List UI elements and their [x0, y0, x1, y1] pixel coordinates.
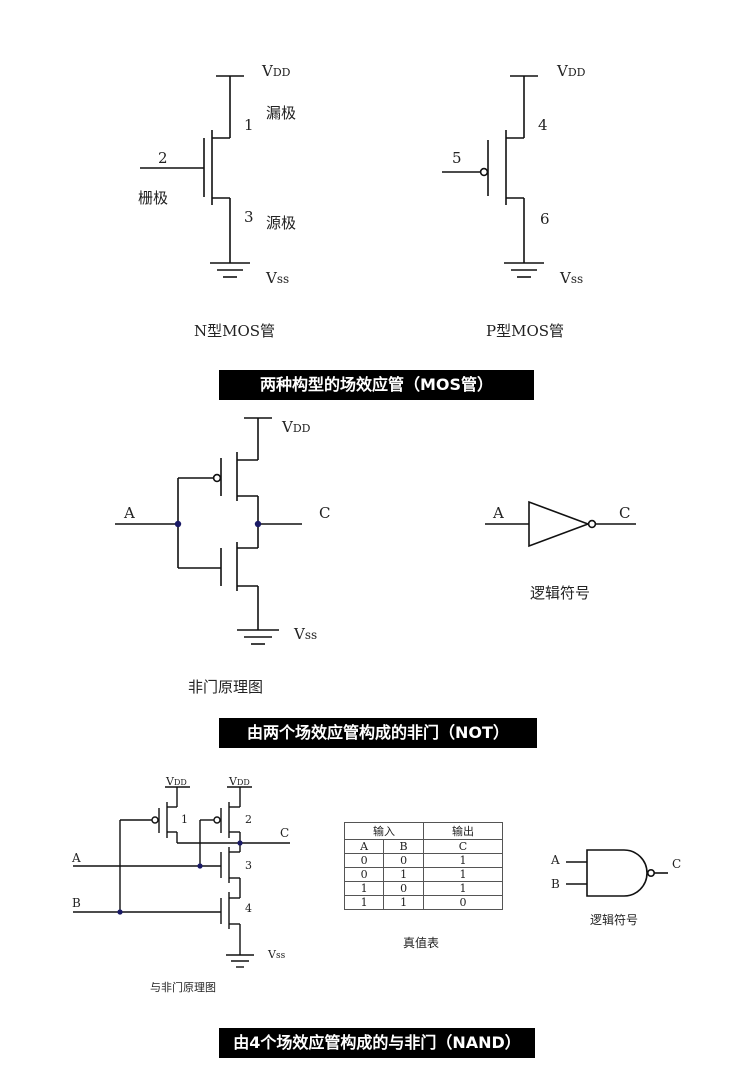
caption-not-gate: 由两个场效应管构成的非门（NOT）: [219, 718, 537, 748]
nand-input-a: A: [71, 851, 81, 865]
table-cell: 1: [343, 881, 385, 896]
truth-table-group-header: 输入 输出: [344, 822, 504, 840]
pmos-transistor: [442, 75, 544, 278]
nand-t2-label: 2: [245, 813, 252, 826]
truth-table-header-row: A B C: [343, 839, 504, 854]
nand-symbol-output-c: C: [672, 857, 681, 871]
not-gate-circuit: [115, 417, 302, 645]
table-cell: 1: [422, 853, 504, 868]
not-symbol-output-c: C: [619, 504, 630, 522]
nand-vdd2-label: VDD: [228, 775, 250, 788]
nand-gate-symbol: [566, 849, 668, 897]
table-cell: 0: [343, 853, 385, 868]
caption-nand-gate: 由4个场效应管构成的与非门（NAND）: [219, 1028, 535, 1058]
nand-input-b: B: [72, 896, 81, 910]
truth-table-input-group: 输入: [344, 822, 424, 840]
nand-circuit-title: 与非门原理图: [150, 980, 216, 994]
table-cell: 1: [422, 881, 504, 896]
nand-t1-label: 1: [181, 813, 188, 826]
nmos-vss-label: Vss: [265, 269, 289, 287]
table-cell: 1: [383, 867, 424, 882]
not-symbol-title: 逻辑符号: [530, 584, 590, 602]
table-cell: 0: [383, 881, 424, 896]
truth-table: 输入 输出 A B C 0 0 1 0 1 1 1 0 1 1 1 0: [343, 822, 504, 910]
table-cell: 1: [343, 895, 385, 910]
truth-table-header-b: B: [383, 839, 424, 854]
nmos-pin-3: 3: [244, 208, 254, 226]
table-row: 1 1 0: [343, 895, 504, 910]
table-cell: 0: [383, 853, 424, 868]
not-circuit-title: 非门原理图: [188, 678, 263, 696]
truth-table-output-group: 输出: [422, 822, 504, 840]
not-symbol-input-a: A: [492, 504, 504, 522]
table-cell: 0: [422, 895, 504, 910]
nand-vdd1-label: VDD: [165, 775, 187, 788]
nand-t4-label: 4: [245, 902, 252, 915]
not-output-c: C: [319, 504, 330, 522]
pmos-title: P型MOS管: [486, 322, 564, 340]
truth-table-header-c: C: [422, 839, 504, 854]
table-cell: 1: [422, 867, 504, 882]
nand-vss-label: Vss: [267, 948, 286, 961]
nmos-transistor: [140, 75, 250, 278]
nmos-drain-label: 漏极: [266, 104, 296, 122]
truth-table-title: 真值表: [403, 935, 439, 950]
nmos-title: N型MOS管: [194, 322, 275, 340]
not-input-a: A: [123, 504, 135, 522]
pmos-vdd-label: VDD: [556, 62, 586, 80]
nand-symbol-input-b: B: [551, 877, 560, 891]
junction-dots: [117, 520, 262, 915]
not-vdd-label: VDD: [281, 418, 311, 436]
caption-mos-types: 两种构型的场效应管（MOS管）: [219, 370, 534, 400]
nand-gate-circuit: [73, 786, 290, 968]
nand-symbol-title: 逻辑符号: [590, 912, 638, 927]
pmos-pin-5: 5: [452, 149, 462, 167]
nand-symbol-input-a: A: [550, 853, 560, 867]
table-row: 1 0 1: [343, 881, 504, 896]
nmos-pin-2: 2: [158, 149, 168, 167]
nmos-vdd-label: VDD: [261, 62, 291, 80]
nmos-gate-label: 栅极: [138, 189, 168, 207]
table-row: 0 0 1: [343, 853, 504, 868]
table-cell: 1: [383, 895, 424, 910]
pmos-pin-6: 6: [540, 210, 550, 228]
nand-output-c: C: [280, 826, 289, 840]
pmos-vss-label: Vss: [559, 269, 583, 287]
not-gate-symbol: [485, 500, 636, 548]
table-cell: 0: [343, 867, 385, 882]
truth-table-header-a: A: [343, 839, 385, 854]
table-row: 0 1 1: [343, 867, 504, 882]
nand-t3-label: 3: [245, 859, 252, 872]
pmos-pin-4: 4: [538, 116, 548, 134]
not-vss-label: Vss: [293, 625, 317, 643]
nmos-pin-1: 1: [244, 116, 254, 134]
nmos-source-label: 源极: [266, 214, 296, 232]
